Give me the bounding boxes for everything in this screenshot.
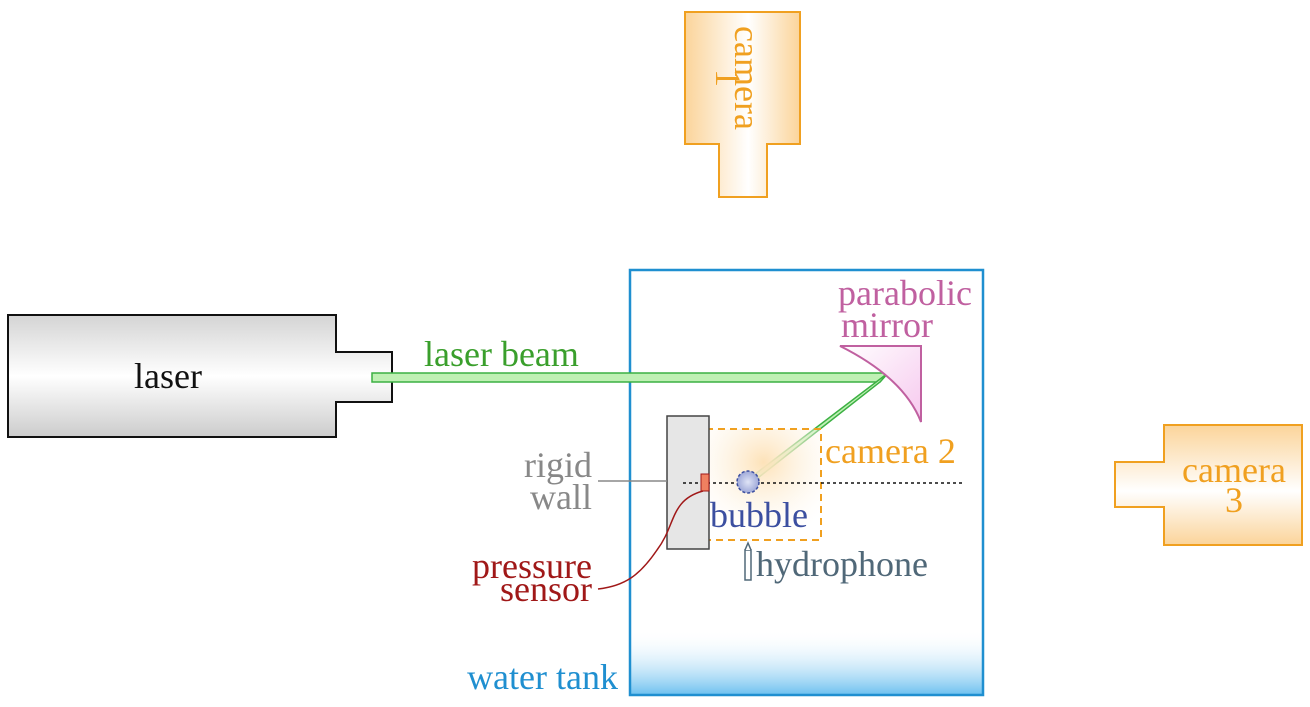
parabolic-mirror bbox=[839, 345, 922, 423]
water-tank-outline bbox=[628, 268, 985, 697]
camera-1-label-line1: camera bbox=[727, 26, 767, 130]
pressure-sensor-label-line1: pressure bbox=[472, 546, 592, 586]
camera-3-label-line1: camera bbox=[1182, 450, 1286, 490]
water-tank-label: water tank bbox=[467, 657, 618, 697]
camera-2-label: camera 2 bbox=[825, 431, 956, 471]
rigid-wall-label-line1: rigid bbox=[524, 445, 592, 485]
parabolic-mirror-label-line2: mirror bbox=[841, 305, 933, 345]
hydrophone bbox=[744, 541, 752, 581]
hydrophone-label: hydrophone bbox=[756, 544, 928, 584]
camera-3-label-line2: 3 bbox=[1225, 480, 1243, 520]
pressure-sensor-leader-line bbox=[597, 490, 704, 590]
laser-device bbox=[7, 314, 393, 438]
pressure-sensor-label-line2: sensor bbox=[500, 569, 592, 609]
water-tank-gradient bbox=[630, 630, 983, 695]
laser-label: laser bbox=[134, 356, 202, 396]
camera-1 bbox=[684, 11, 801, 198]
bubble bbox=[736, 470, 760, 494]
laser-beam-label: laser beam bbox=[424, 334, 579, 374]
pressure-sensor bbox=[700, 473, 710, 492]
parabolic-mirror-label-line1: parabolic bbox=[838, 273, 972, 313]
water-tank bbox=[628, 268, 985, 697]
rigid-wall-label-line2: wall bbox=[530, 477, 592, 517]
bubble-label: bubble bbox=[710, 495, 808, 535]
camera-3 bbox=[1114, 424, 1303, 546]
camera-1-label-line2: 1 bbox=[708, 69, 748, 87]
laser-beam-horizontal bbox=[371, 372, 890, 383]
